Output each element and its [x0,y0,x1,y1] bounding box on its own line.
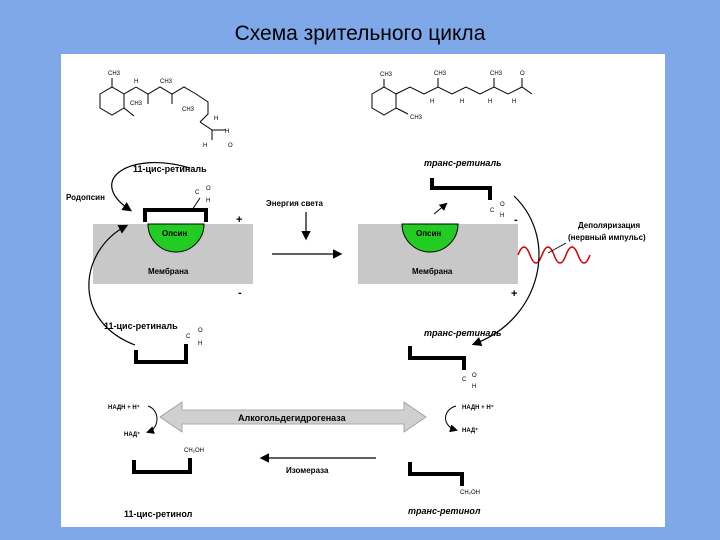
svg-text:H: H [206,198,210,204]
nad-right-label: НАД⁺ [462,427,478,434]
cycle-arrow-right [471,195,540,347]
svg-text:C: C [186,334,191,340]
trans-retinol-label: транс-ретинол [408,506,481,516]
slide-title: Схема зрительного цикла [234,22,486,45]
cycle-arrow-left [88,224,136,346]
trans-retinal-structure [371,78,533,116]
svg-text:H: H [500,213,504,219]
nadh-left-label: НАДН + Н⁺ [108,404,140,411]
nad-left-label: НАД⁺ [124,431,140,438]
charge-minus-left: - [238,287,242,299]
trans-retinal-mid-label: транс-ретиналь [424,328,501,338]
opsin-right [401,223,459,253]
opsin-left-label: Опсин [162,229,187,238]
charge-plus-right: + [511,288,517,300]
depolarization-pointer [547,242,567,254]
opsin-left [147,223,205,253]
svg-text:CH3: CH3 [380,72,393,78]
svg-text:O: O [520,71,525,77]
svg-text:CH3: CH3 [130,101,143,107]
ch2oh-right-label: CH₂OH [460,490,480,496]
svg-text:C: C [195,190,200,196]
nadh-right-arrow [445,405,458,433]
svg-text:H: H [488,99,492,105]
svg-text:H: H [430,99,434,105]
cis-retinal-mid-label: 11-цис-ретиналь [104,321,178,331]
cis-retinal-structure [99,78,226,140]
right-chromophore-bar-top [430,178,492,215]
cis-retinal-top-label: 11-цис-ретиналь [133,164,207,174]
left-chromophore-bar [143,197,208,222]
svg-text:CH3: CH3 [434,71,447,77]
nadh-right-label: НАДН + Н⁺ [462,404,494,411]
svg-text:H: H [512,99,516,105]
svg-text:O: O [206,186,211,192]
svg-text:CH3: CH3 [108,71,121,77]
membrane-left-label: Мембрана [148,267,189,276]
alcohol-dehydrogenase-label: Алкогольдегидрогеназа [238,413,347,423]
nerve-impulse-wave [517,246,591,264]
svg-text:C: C [490,208,495,214]
opsin-right-label: Опсин [416,229,441,238]
dehydrogenase-double-arrow [159,401,427,433]
svg-text:H: H [203,143,207,149]
svg-text:O: O [198,328,203,334]
svg-text:CH3: CH3 [182,107,195,113]
cycle-arrow-top-left [111,161,191,212]
cis-retinol-bar [132,458,192,474]
svg-text:C: C [462,377,467,383]
trans-retinol-bar [408,462,464,486]
svg-text:O: O [500,202,505,208]
svg-text:CH3: CH3 [410,115,423,121]
cis-retinol-label: 11-цис-ретинол [124,509,193,519]
ch2oh-left-label: CH₂OH [184,448,204,454]
svg-text:H: H [198,341,202,347]
svg-text:CH3: CH3 [490,71,503,77]
svg-text:O: O [228,143,233,149]
svg-text:H: H [472,384,476,390]
nadh-left-arrow [146,405,158,434]
trans-retinal-top-label: транс-ретиналь [424,158,501,168]
svg-text:O: O [472,373,477,379]
svg-text:H: H [134,79,138,85]
svg-text:CH3: CH3 [160,79,173,85]
svg-text:H: H [225,129,229,135]
svg-text:H: H [460,99,464,105]
membrane-right-label: Мембрана [412,267,453,276]
trans-retinal-mid-bar [408,346,466,370]
charge-minus-right: - [514,214,518,226]
light-energy-label: Энергия света [266,199,324,208]
diagram-panel [61,54,665,527]
depolarization-label: Деполяризация [578,221,640,230]
rhodopsin-label: Родопсин [66,193,105,202]
cis-retinal-mid-bar [134,344,188,364]
isomerase-label: Изомераза [286,466,329,475]
nerve-impulse-label: (нервный импульс) [568,233,646,242]
svg-text:H: H [214,116,218,122]
charge-plus-left: + [236,214,242,226]
